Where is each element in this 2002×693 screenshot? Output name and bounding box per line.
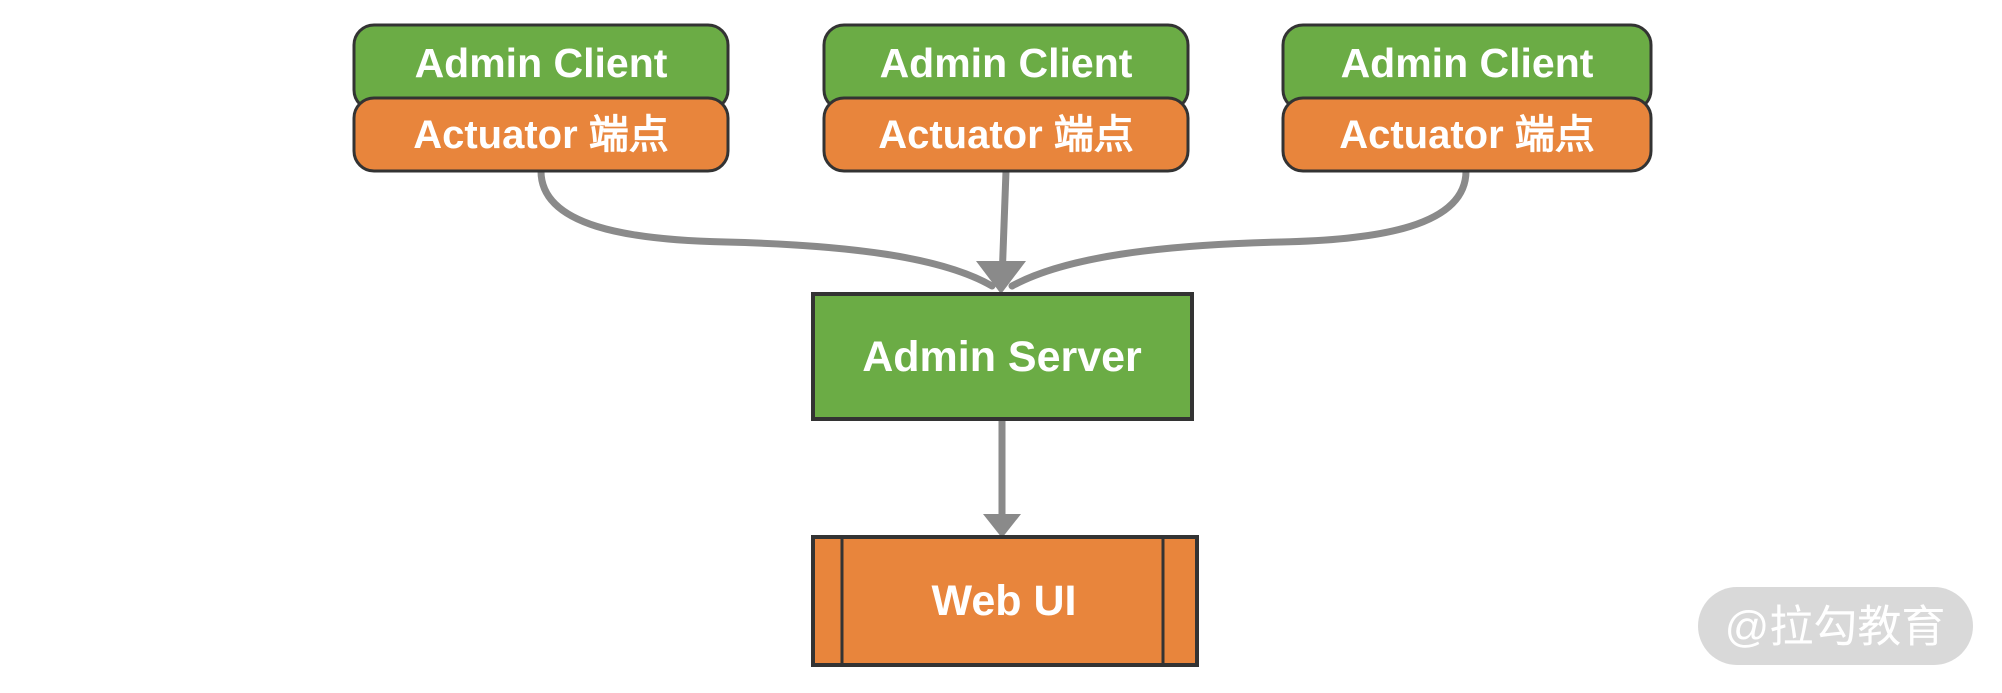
- client2-subtitle: Actuator 端点: [878, 113, 1134, 157]
- client1-subtitle: Actuator 端点: [413, 113, 669, 157]
- watermark: @拉勾教育: [1698, 587, 1973, 665]
- edge-client3-to-server: [1008, 167, 1470, 290]
- node-admin-client-2: Admin Client Actuator 端点: [822, 23, 1190, 173]
- watermark-pill: [1698, 587, 1973, 665]
- client3-subtitle: Actuator 端点: [1339, 113, 1595, 157]
- client2-title: Admin Client: [880, 40, 1133, 86]
- node-admin-client-3: Admin Client Actuator 端点: [1281, 23, 1653, 173]
- client2-subtitle-box: [822, 96, 1190, 173]
- admin-server-label: Admin Server: [862, 333, 1142, 381]
- watermark-text: @拉勾教育: [1725, 603, 1946, 652]
- arrowhead-into-server: [976, 261, 1026, 294]
- client1-subtitle-box: [352, 96, 730, 173]
- client1-title: Admin Client: [415, 40, 668, 86]
- client3-subtitle-box: [1281, 96, 1653, 173]
- edge-client1-to-server: [537, 167, 996, 290]
- client3-title: Admin Client: [1341, 40, 1594, 86]
- web-ui-label: Web UI: [932, 577, 1077, 625]
- node-admin-server: Admin Server: [811, 292, 1194, 421]
- arrowhead-into-webui: [983, 514, 1021, 538]
- node-admin-client-1: Admin Client Actuator 端点: [352, 23, 730, 173]
- web-ui-box: [811, 535, 1199, 667]
- node-web-ui: Web UI: [811, 535, 1199, 667]
- admin-server-box: [811, 292, 1194, 421]
